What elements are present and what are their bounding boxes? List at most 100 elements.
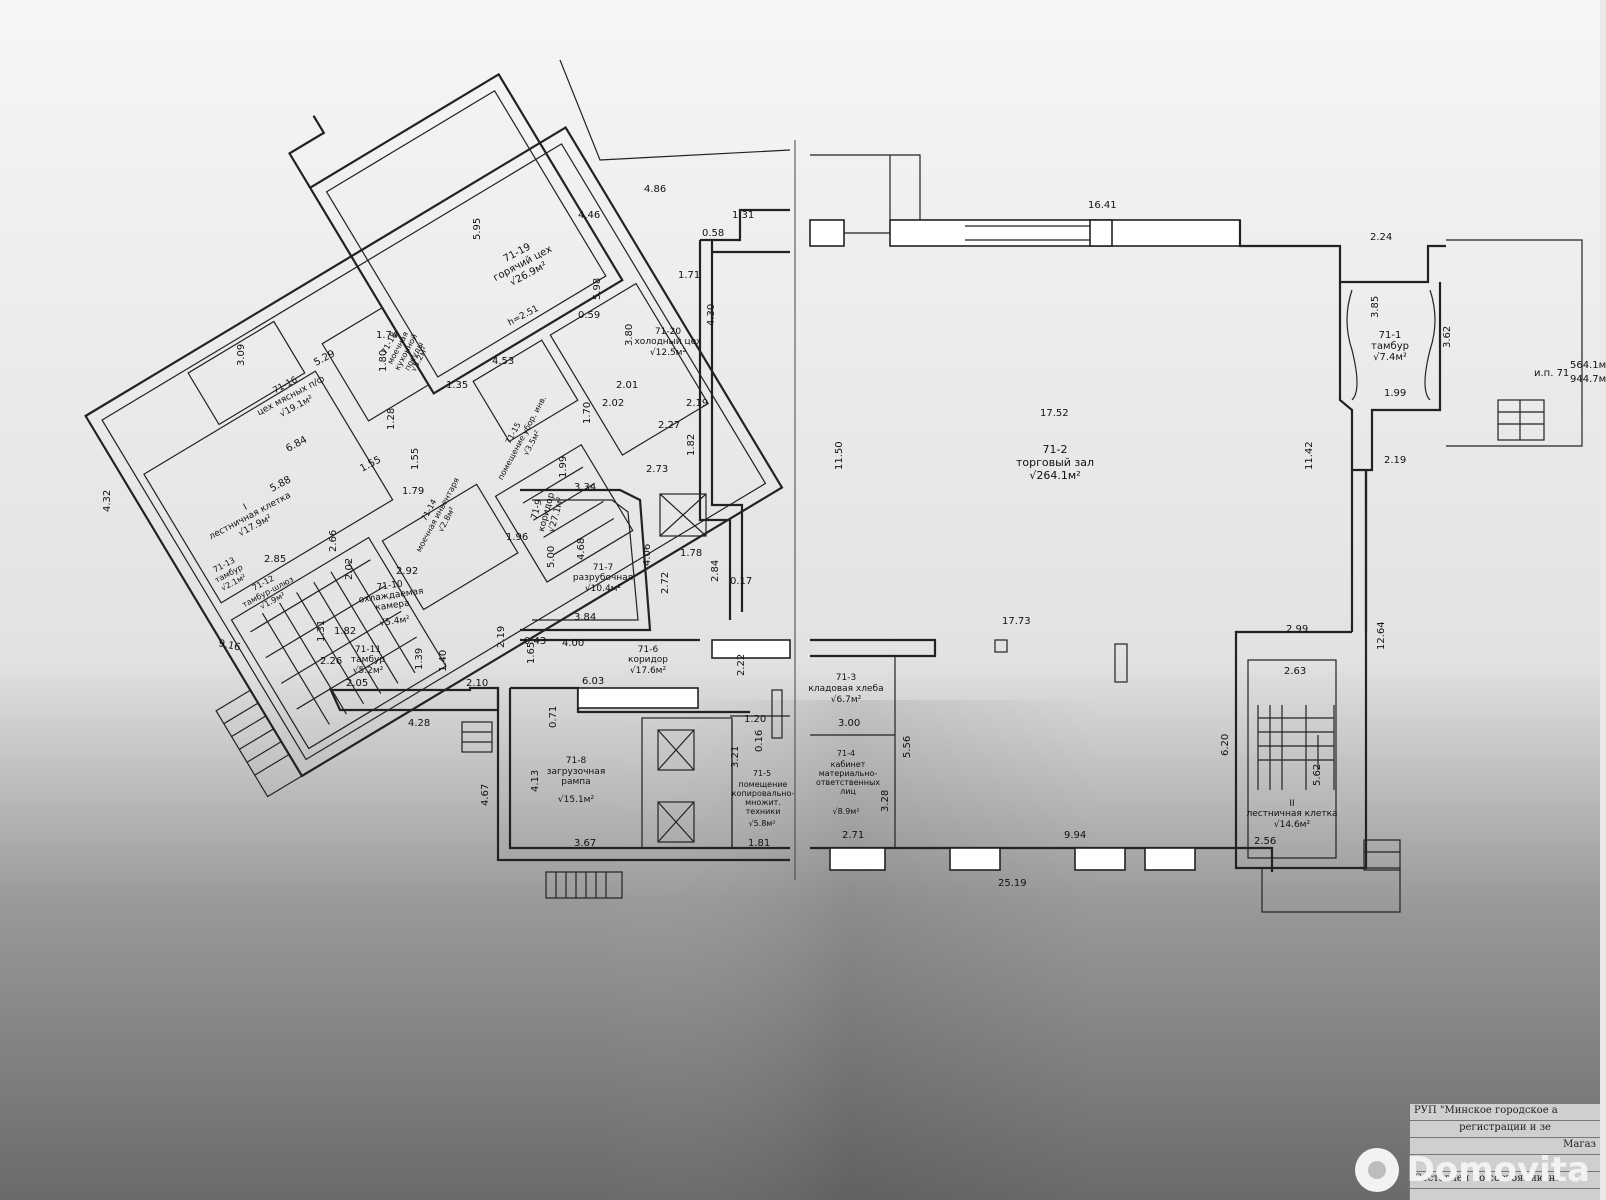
dim-label: 2.56 [1254, 836, 1276, 847]
room-labels: 71-1 тамбур √7.4м² 71-2 торговый зал √26… [546, 330, 1409, 828]
room-id: 71-1 [1379, 330, 1402, 341]
dim-label: 4.46 [578, 210, 600, 221]
dim-label: 9.16 [217, 638, 241, 653]
dim-label: 2.19 [1384, 455, 1406, 466]
room-id: 71-20 [655, 327, 681, 337]
room-area: √5.4м² [379, 614, 411, 629]
dim-label: 16.41 [1088, 200, 1117, 211]
room-label-stair-ii: II лестничная клетка √14.6м² [1246, 799, 1337, 830]
dim-label: 2.92 [396, 566, 418, 577]
room-area: √6.7м² [831, 694, 862, 705]
room-area: √7.4м² [1373, 352, 1407, 363]
service-block-walls [328, 208, 791, 899]
side-note-line1: и.п. 71 [1534, 368, 1570, 379]
dim-label: 1.99 [558, 456, 569, 478]
dim-label: 1.99 [1384, 388, 1406, 399]
dim-label: 3.80 [624, 324, 635, 346]
room-name: лестничная клетка [1246, 809, 1337, 819]
dim-label: 2.63 [1284, 666, 1306, 677]
dim-label: 4.67 [480, 784, 491, 806]
room-name: разрубочная [573, 573, 633, 583]
dim-label: 3.00 [838, 718, 860, 729]
room-name: загрузочная рампа [546, 767, 606, 787]
dim-label: 1.35 [446, 380, 468, 391]
dim-label: 6.03 [582, 676, 604, 687]
room-id: 71-4 [837, 749, 855, 758]
dim-label: 2.22 [736, 654, 747, 676]
dim-label: 0.59 [578, 310, 600, 321]
room-id: 71-3 [836, 673, 856, 683]
dim-label: 1.79 [402, 486, 424, 497]
dim-label: 0.16 [754, 730, 765, 752]
room-id: 71-8 [566, 756, 587, 766]
dim-label: 1.55 [410, 448, 421, 470]
dim-label: 3.28 [880, 790, 891, 812]
dim-label: 2.84 [710, 560, 721, 582]
dimension-labels: 16.41 2.24 3.85 3.62 1.99 2.19 17.52 11.… [102, 184, 1453, 889]
room-id: 71-5 [753, 769, 771, 778]
dim-label: 3.62 [1442, 326, 1453, 348]
room-name: кабинет материально-ответственных лиц [815, 760, 881, 796]
room-name: помещение копировально-множит. техники [731, 780, 795, 816]
dim-label: 3.21 [730, 746, 741, 768]
dim-label: 1.28 [386, 408, 397, 430]
dim-label: 3.85 [1370, 296, 1381, 318]
dim-label: 2.66 [328, 530, 339, 552]
dim-label: 1.39 [414, 648, 425, 670]
dim-label: 1.78 [680, 548, 702, 559]
dim-label: 4.53 [492, 356, 514, 367]
dim-label: 2.10 [466, 678, 488, 689]
dim-label: 2.19 [496, 626, 507, 648]
main-hall-walls [809, 154, 1583, 913]
dim-label: 0.71 [548, 706, 559, 728]
room-area: √5.2м² [353, 665, 384, 676]
room-label-71-10: 71-10 охлаждаемая камера √5.4м² [358, 579, 424, 629]
title-block: РУП "Минское городское а регистрации и з… [1409, 1103, 1600, 1200]
stairs-ii-icon [1257, 705, 1335, 790]
dim-label: 2.27 [658, 420, 680, 431]
room-id: 71-11 [355, 645, 381, 655]
dim-label: 4.86 [644, 184, 666, 195]
room-area: √12.5м² [650, 347, 687, 358]
dim-label: 1.82 [686, 434, 697, 456]
domovita-watermark: Domovita [1354, 1148, 1590, 1192]
dim-label: 1.71 [678, 270, 700, 281]
dim-label: 3.84 [574, 612, 596, 623]
dim-label: 5.62 [1312, 764, 1323, 786]
dim-label: 3.09 [236, 344, 247, 366]
room-label-71-20: 71-20 холодный цех √12.5м² [634, 327, 702, 358]
dim-label: 6.20 [1220, 734, 1231, 756]
dim-label: 2.05 [346, 678, 368, 689]
room-id: 71-2 [1043, 443, 1068, 456]
dim-label: 1.20 [744, 714, 766, 725]
title-block-row: Магаз [1410, 1138, 1600, 1155]
dim-label: 11.50 [834, 441, 845, 470]
dim-label: 5.98 [592, 278, 603, 300]
dim-label: 12.64 [1376, 621, 1387, 650]
dim-label: 5.00 [546, 546, 557, 568]
room-area: √17.6м² [630, 665, 667, 676]
dim-label: 1.31 [316, 620, 327, 642]
dim-label: 2.73 [646, 464, 668, 475]
title-block-row: Составлен по состоянию на [1410, 1172, 1600, 1189]
dim-label: 4.00 [562, 638, 584, 649]
dim-label: 17.73 [1002, 616, 1031, 627]
dim-label: 17.52 [1040, 408, 1069, 419]
dim-label: 4.68 [576, 538, 587, 560]
dim-label: 1.96 [506, 532, 528, 543]
entrance-steps-icon [1363, 399, 1545, 871]
dim-label: 1.40 [438, 650, 449, 672]
room-area: √8.9м² [832, 807, 859, 816]
room-area: √15.1м² [558, 794, 595, 805]
dim-label: 11.42 [1304, 441, 1315, 470]
stairs-i-icon [250, 466, 615, 725]
rotated-wing-walls [84, 72, 784, 798]
watermark-brand: Domovita [1406, 1150, 1590, 1190]
room-name: торговый зал [1016, 456, 1094, 469]
room-name: коридор [628, 655, 668, 665]
room-id: 71-7 [593, 563, 613, 573]
room-area: √10.4м² [585, 583, 622, 594]
side-note-line3: 944.7м [1570, 374, 1606, 385]
